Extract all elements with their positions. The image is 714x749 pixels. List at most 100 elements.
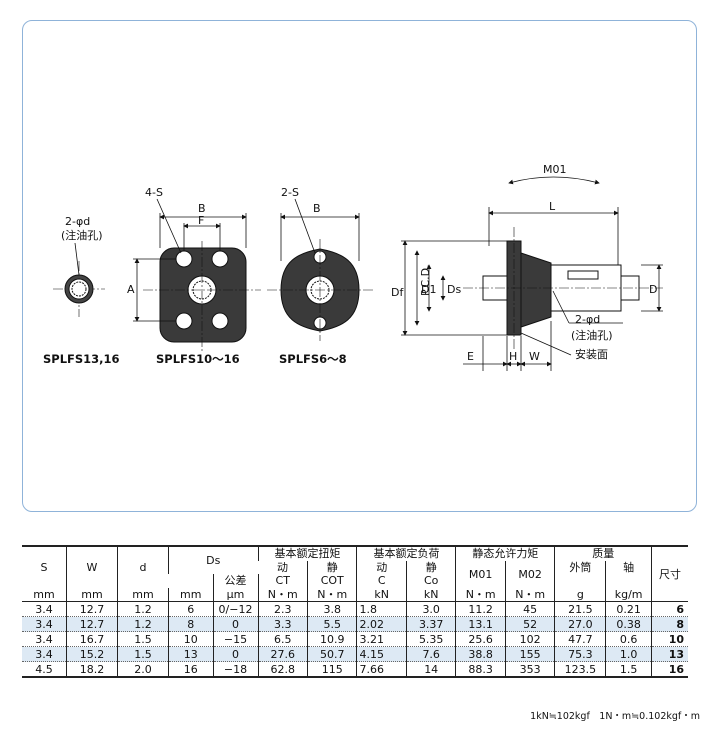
cell-cot: 50.7: [306, 646, 357, 662]
unit-conversion-footnote: 1kN≒102kgf 1N・m≒0.102kgf・m: [530, 711, 700, 722]
cell-ds: 16: [168, 661, 213, 678]
cell-ds: 8: [168, 616, 213, 632]
cell-d: 2.0: [117, 661, 169, 678]
cell-outer: 123.5: [554, 661, 606, 678]
dim-l: L: [549, 200, 556, 213]
cell-w: 16.7: [66, 631, 118, 647]
dim-ds: Ds: [447, 283, 461, 296]
cell-size: 6: [651, 601, 688, 617]
cell-co: 7.6: [405, 646, 456, 662]
view-splfs6-8: 2-S B SPLFS6～8: [267, 186, 375, 366]
load-group-header: 基本额定负荷: [356, 545, 456, 561]
cell-ct: 62.8: [257, 661, 308, 678]
cell-co: 14: [405, 661, 456, 678]
cell-d: 1.2: [117, 616, 169, 632]
col-shaft-header: 轴: [605, 560, 652, 574]
cell-c: 3.21: [356, 631, 407, 647]
cell-c: 4.15: [356, 646, 407, 662]
cell-co: 3.0: [405, 601, 456, 617]
cell-c: 2.02: [356, 616, 407, 632]
header-row-1: S W d Ds 基本额定扭矩 基本额定负荷 静态允许力矩 质量 尺寸: [22, 545, 688, 602]
col-s-header: S: [22, 545, 67, 588]
view2-dim-f: F: [198, 214, 204, 227]
view-splfs13-16: 2-φd (注油孔) SPLFS13,16: [43, 215, 120, 366]
cell-d: 1.5: [117, 631, 169, 647]
load-dyn: 动: [356, 560, 407, 574]
cell-w: 12.7: [66, 601, 118, 617]
size-header: 尺寸: [651, 545, 688, 602]
header-row-2: 动 静 动 静 M01 M02 外筒 轴: [22, 560, 688, 588]
table-row: 4.5 18.2 2.0 16 −18 62.8 115 7.66 14 88.…: [22, 661, 688, 678]
col-m01-header: M01: [455, 560, 506, 588]
view-splfs10-16: 4-S B F A SPLFS10～16: [127, 186, 261, 366]
mounting-face-label: 安装面: [575, 347, 608, 361]
cell-m01: 38.8: [455, 646, 506, 662]
unit-cell: N・m: [504, 587, 555, 602]
unit-cell: N・m: [257, 587, 308, 602]
technical-drawing: 2-φd (注油孔) SPLFS13,16 4-S B F A SPLFS10～…: [43, 163, 663, 371]
cell-tol: −15: [212, 631, 258, 647]
cell-ct: 2.3: [257, 601, 308, 617]
unit-cell: kN: [405, 587, 456, 602]
cell-m02: 353: [504, 661, 555, 678]
cell-m01: 88.3: [455, 661, 506, 678]
unit-cell: kg/m: [605, 587, 652, 602]
torque-group-header: 基本额定扭矩: [257, 545, 357, 561]
cell-s: 4.5: [22, 661, 67, 678]
table-row: 3.4 16.7 1.5 10 −15 6.5 10.9 3.21 5.35 2…: [22, 631, 688, 647]
unit-cell: g: [554, 587, 606, 602]
units-row: mm mm mm mm μm N・m N・m kN kN N・m N・m g k…: [22, 587, 688, 602]
view1-hole-label: 2-φd: [65, 215, 90, 228]
col-ct-header: CT: [257, 574, 308, 588]
cell-shaft: 0.21: [605, 601, 652, 617]
cell-tol: 0: [212, 646, 258, 662]
view2-dim-a: A: [127, 283, 135, 296]
cell-m01: 13.1: [455, 616, 506, 632]
view1-hole-note: (注油孔): [61, 228, 103, 242]
cell-shaft: 0.38: [605, 616, 652, 632]
table-row: 3.4 12.7 1.2 8 0 3.3 5.5 2.02 3.37 13.1 …: [22, 616, 688, 632]
cell-m01: 11.2: [455, 601, 506, 617]
side-view: M01 L Df P.C.D. D1 Ds D E H: [391, 163, 663, 371]
cell-d: 1.5: [117, 646, 169, 662]
unit-cell: kN: [356, 587, 407, 602]
cell-c: 1.8: [356, 601, 407, 617]
table-row: 3.4 15.2 1.5 13 0 27.6 50.7 4.15 7.6 38.…: [22, 646, 688, 662]
view3-holes-label: 2-S: [281, 186, 299, 199]
cell-outer: 47.7: [554, 631, 606, 647]
view2-caption: SPLFS10～16: [156, 352, 240, 366]
cell-shaft: 0.6: [605, 631, 652, 647]
table-row: 3.4 12.7 1.2 6 0/−12 2.3 3.8 1.8 3.0 11.…: [22, 601, 688, 617]
cell-cot: 10.9: [306, 631, 357, 647]
drawing-panel: 2-φd (注油孔) SPLFS13,16 4-S B F A SPLFS10～…: [22, 20, 697, 512]
cell-ct: 6.5: [257, 631, 308, 647]
cell-size: 16: [651, 661, 688, 678]
cell-size: 10: [651, 631, 688, 647]
cell-size: 8: [651, 616, 688, 632]
view2-holes-label: 4-S: [145, 186, 163, 199]
cell-m02: 155: [504, 646, 555, 662]
cell-ds: 13: [168, 646, 213, 662]
cell-s: 3.4: [22, 616, 67, 632]
dim-d: D: [649, 283, 657, 296]
view3-dim-b: B: [313, 202, 321, 215]
unit-cell: N・m: [455, 587, 506, 602]
unit-cell: μm: [212, 587, 258, 602]
cell-co: 5.35: [405, 631, 456, 647]
cell-ds: 6: [168, 601, 213, 617]
cell-ct: 3.3: [257, 616, 308, 632]
load-stat: 静: [405, 560, 456, 574]
cell-m02: 45: [504, 601, 555, 617]
cell-tol: −18: [212, 661, 258, 678]
col-w-header: W: [66, 545, 118, 588]
dim-h: H: [509, 350, 517, 363]
view2-dim-b: B: [198, 202, 206, 215]
cell-m01: 25.6: [455, 631, 506, 647]
dim-d1: D1: [421, 283, 436, 296]
col-ds-header: Ds: [168, 545, 258, 574]
cell-m02: 52: [504, 616, 555, 632]
cell-cot: 115: [306, 661, 357, 678]
cell-d: 1.2: [117, 601, 169, 617]
col-outer-header: 外筒: [554, 560, 606, 574]
col-cot-header: COT: [306, 574, 357, 588]
